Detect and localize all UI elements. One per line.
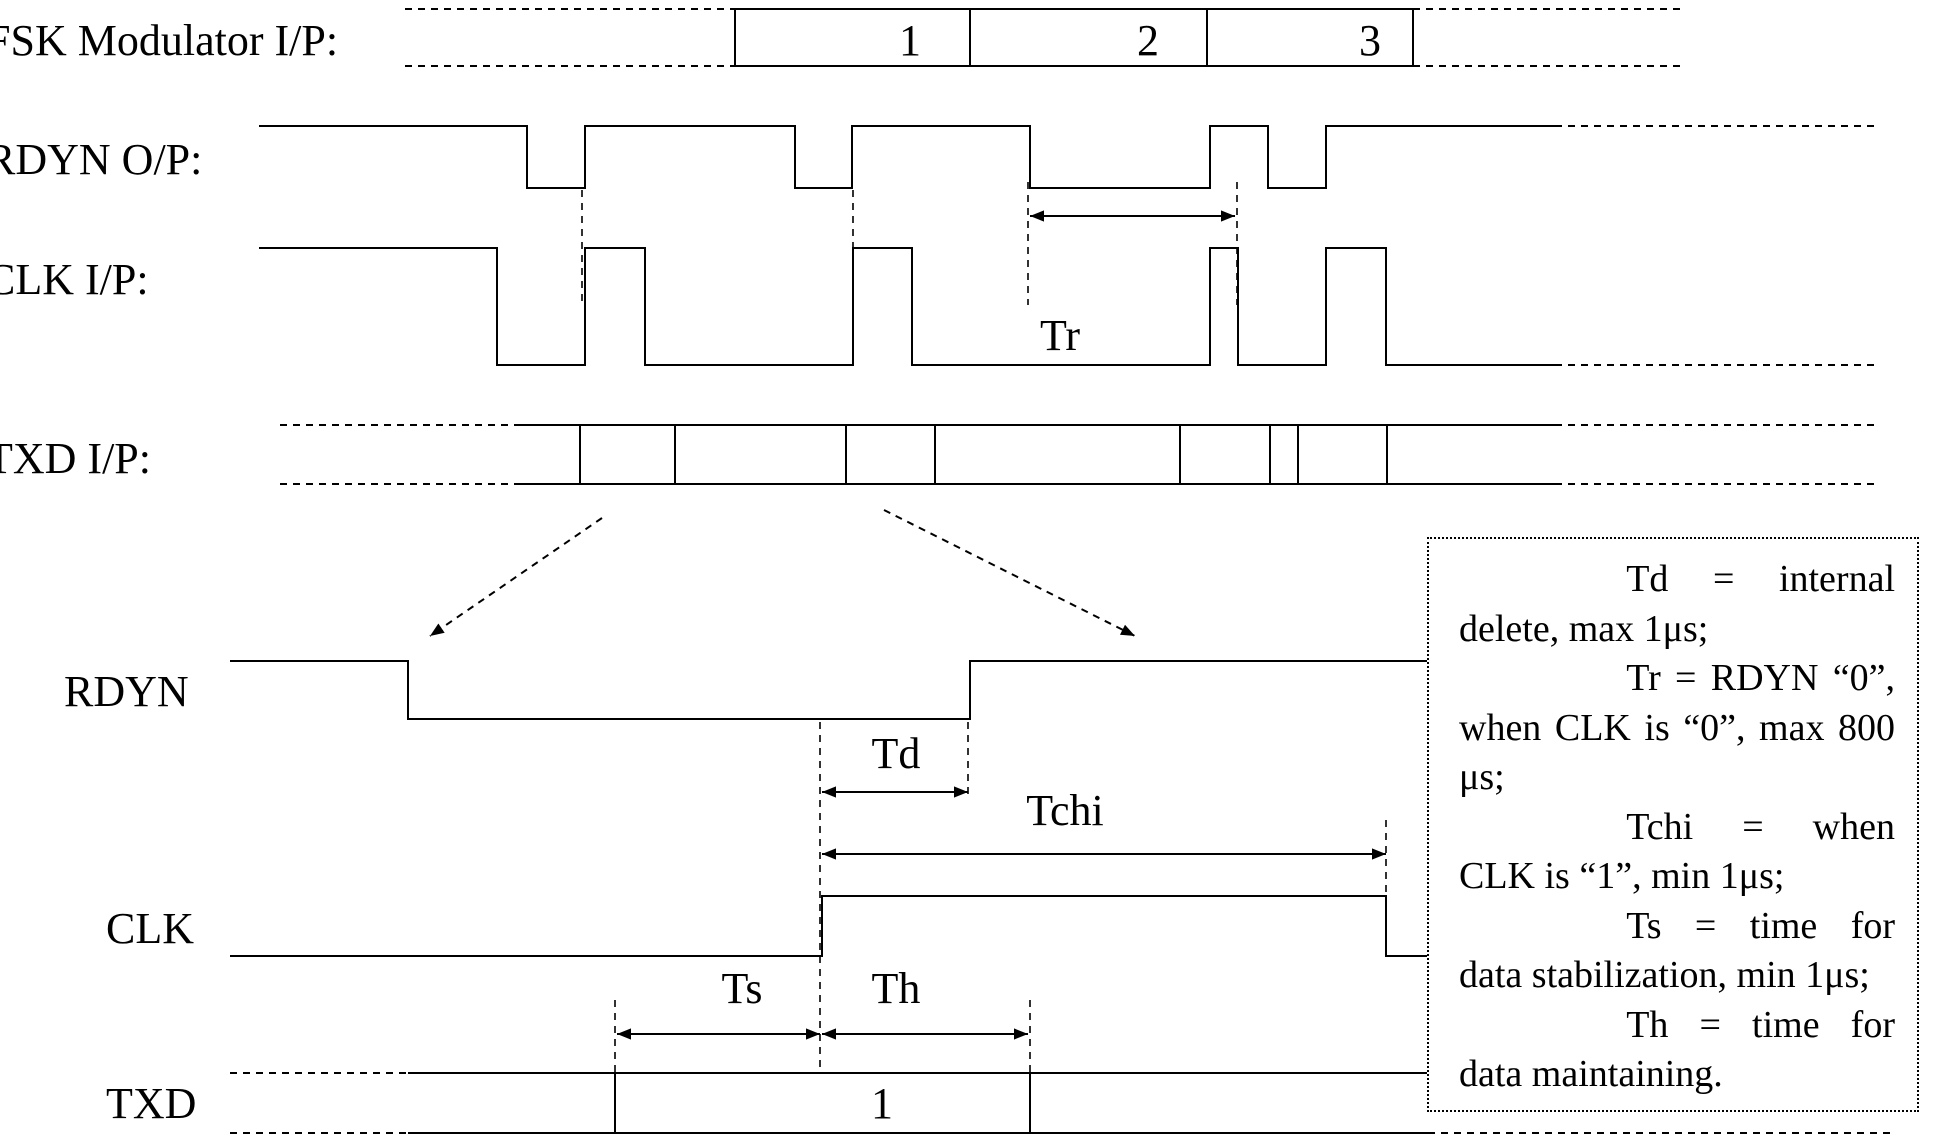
waveform-txd-ip: [280, 424, 1880, 485]
label-txd-ip: TXD I/P:: [0, 434, 151, 483]
fsk-cell-3: 3: [1359, 16, 1381, 65]
fsk-cell-2: 2: [1137, 16, 1159, 65]
waveform-clk: [230, 895, 1428, 957]
note-ts: Ts = time for data stabilization, min 1μ…: [1459, 904, 1895, 997]
waveform-rdyn: [230, 660, 1428, 720]
tchi-label: Tchi: [1026, 786, 1104, 835]
label-clk: CLK: [106, 904, 194, 953]
lower-guides: [614, 722, 1387, 1073]
th-label: Th: [872, 964, 921, 1013]
waveform-rdyn-op: [259, 125, 1880, 189]
label-rdyn-op: RDYN O/P:: [0, 135, 202, 184]
label-fsk-modulator-ip: FSK Modulator I/P:: [0, 16, 338, 65]
timing-legend-note: Td = internal delete, max 1μs; Tr = RDYN…: [1427, 537, 1919, 1112]
note-tchi: Tchi = when CLK is “1”, min 1μs;: [1459, 805, 1895, 898]
note-tr: Tr = RDYN “0”, when CLK is “0”, max 800 …: [1459, 657, 1895, 798]
note-th: Th = time for data maintaining.: [1459, 1003, 1895, 1096]
tr-label: Tr: [1040, 311, 1080, 360]
ts-label: Ts: [722, 964, 763, 1013]
label-txd: TXD: [106, 1079, 196, 1128]
label-clk-ip: CLK I/P:: [0, 255, 149, 304]
note-td: Td = internal delete, max 1μs;: [1459, 558, 1895, 650]
txd-cell-1: 1: [871, 1079, 893, 1128]
zoom-arrow-right: [883, 509, 1136, 637]
upper-guides: [581, 182, 1238, 305]
waveform-clk-ip: [259, 247, 1880, 366]
zoom-arrow-left: [429, 517, 603, 637]
waveform-txd: [230, 1072, 1895, 1134]
label-rdyn: RDYN: [64, 667, 189, 716]
waveform-fsk-modulator-ip: [405, 8, 1683, 67]
fsk-cell-1: 1: [899, 16, 921, 65]
td-label: Td: [872, 729, 921, 778]
